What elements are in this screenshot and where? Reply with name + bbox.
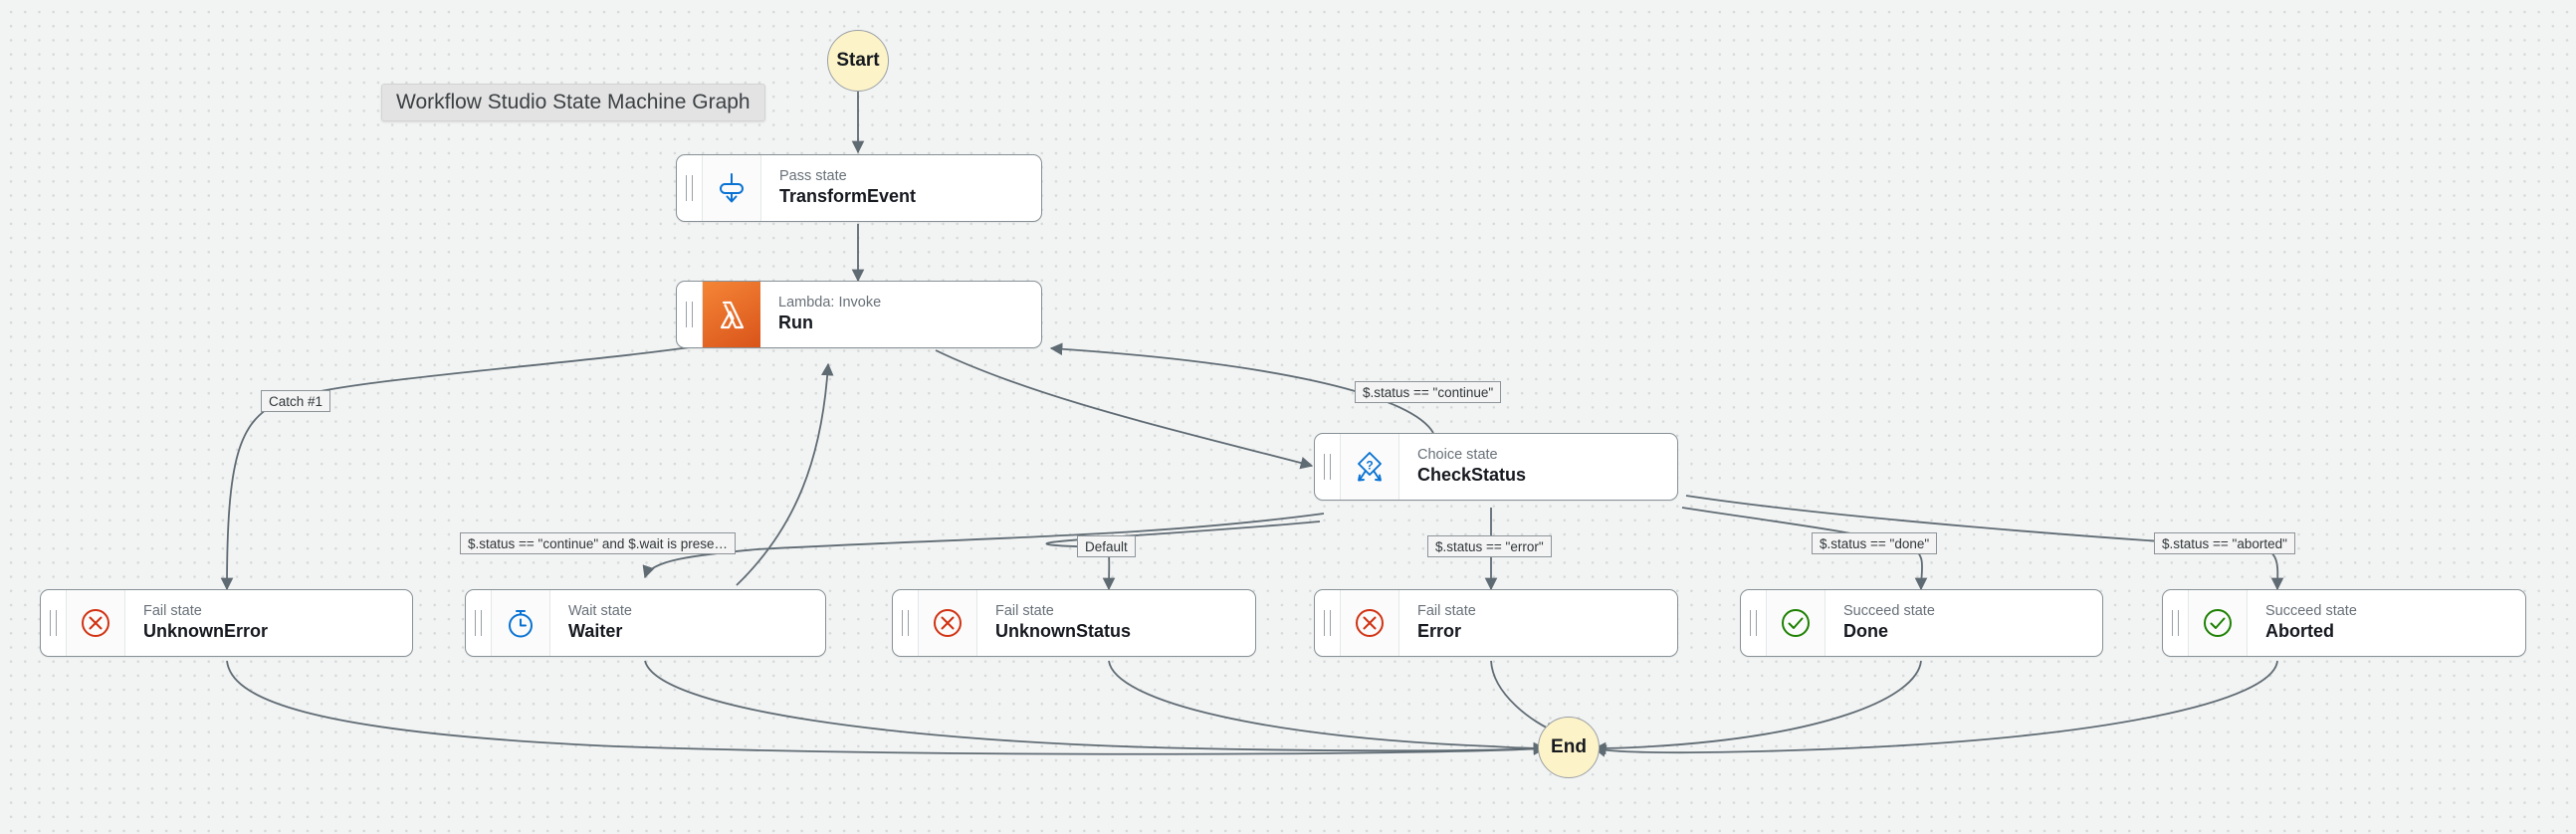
edge-label-default[interactable]: Default xyxy=(1077,535,1136,557)
node-type-label: Pass state xyxy=(779,168,847,185)
drag-handle[interactable] xyxy=(1315,434,1341,500)
node-body: Choice state CheckStatus xyxy=(1399,434,1677,500)
state-node-error[interactable]: Fail state Error xyxy=(1314,589,1678,657)
node-body: Fail state UnknownError xyxy=(125,590,412,656)
node-type-label: Succeed state xyxy=(2265,603,2357,620)
edge-done-to-end xyxy=(1593,660,1922,755)
node-type-label: Choice state xyxy=(1417,447,1498,464)
state-node-transformevent[interactable]: Pass state TransformEvent xyxy=(676,154,1042,222)
state-node-checkstatus[interactable]: ? Choice state CheckStatus xyxy=(1314,433,1678,501)
edge-waiter-to-run xyxy=(736,362,834,586)
start-node[interactable]: Start xyxy=(827,30,889,92)
edge-waiter-to-end xyxy=(644,660,1547,755)
fail-state-icon xyxy=(919,590,977,656)
edge-unknownerror-to-end xyxy=(226,660,1547,755)
node-type-label: Lambda: Invoke xyxy=(778,295,882,312)
edge-run-to-checkstatus xyxy=(935,349,1314,470)
node-name-label: UnknownError xyxy=(143,621,269,642)
end-node-label: End xyxy=(1551,736,1587,757)
edge-label-continue-wait[interactable]: $.status == "continue" and $.wait is pre… xyxy=(460,532,736,554)
fail-state-icon xyxy=(67,590,125,656)
edge-label-text: $.status == "error" xyxy=(1435,538,1544,554)
edge-label-continue[interactable]: $.status == "continue" xyxy=(1355,381,1502,403)
node-type-label: Fail state xyxy=(1417,603,1476,620)
drag-handle[interactable] xyxy=(466,590,492,656)
drag-handle[interactable] xyxy=(893,590,919,656)
node-body: Fail state UnknownStatus xyxy=(977,590,1255,656)
edge-label-text: $.status == "continue" and $.wait is pre… xyxy=(468,535,728,551)
edge-label-text: $.status == "continue" xyxy=(1363,384,1494,400)
pass-state-icon xyxy=(703,155,761,221)
node-body: Fail state Error xyxy=(1399,590,1677,656)
edge-label-text: Catch #1 xyxy=(269,393,323,409)
node-body: Wait state Waiter xyxy=(550,590,825,656)
node-name-label: Done xyxy=(1843,621,1888,642)
node-name-label: TransformEvent xyxy=(779,186,917,207)
svg-text:?: ? xyxy=(1366,459,1373,473)
wait-state-icon xyxy=(492,590,550,656)
node-type-label: Succeed state xyxy=(1843,603,1935,620)
state-node-waiter[interactable]: Wait state Waiter xyxy=(465,589,826,657)
drag-handle[interactable] xyxy=(2163,590,2189,656)
edge-label-text: $.status == "done" xyxy=(1820,535,1930,551)
node-type-label: Fail state xyxy=(143,603,202,620)
node-body: Lambda: Invoke Run xyxy=(760,282,1041,347)
state-node-unknownstatus[interactable]: Fail state UnknownStatus xyxy=(892,589,1256,657)
node-type-label: Fail state xyxy=(995,603,1054,620)
node-name-label: Run xyxy=(778,313,813,333)
state-node-done[interactable]: Succeed state Done xyxy=(1740,589,2103,657)
edge-unknownstatus-to-end xyxy=(1108,660,1547,755)
state-node-unknownerror[interactable]: Fail state UnknownError xyxy=(40,589,413,657)
node-type-label: Wait state xyxy=(568,603,632,620)
node-body: Succeed state Done xyxy=(1825,590,2102,656)
edge-aborted-to-end xyxy=(1593,660,2278,757)
fail-state-icon xyxy=(1341,590,1399,656)
graph-title-text: Workflow Studio State Machine Graph xyxy=(396,91,751,113)
edge-label-text: Default xyxy=(1085,538,1128,554)
state-node-run[interactable]: Lambda: Invoke Run xyxy=(676,281,1042,348)
drag-handle[interactable] xyxy=(677,155,703,221)
start-node-label: Start xyxy=(836,50,880,71)
edge-label-aborted-cond[interactable]: $.status == "aborted" xyxy=(2154,532,2295,554)
edge-label-catch-1[interactable]: Catch #1 xyxy=(261,390,331,412)
edge-label-done-cond[interactable]: $.status == "done" xyxy=(1812,532,1938,554)
edge-error-to-end xyxy=(1490,660,1559,734)
lambda-icon xyxy=(703,282,760,347)
drag-handle[interactable] xyxy=(41,590,67,656)
state-node-aborted[interactable]: Succeed state Aborted xyxy=(2162,589,2526,657)
edge-checkstatus-to-waiter xyxy=(642,513,1325,579)
drag-handle[interactable] xyxy=(1741,590,1767,656)
edge-label-text: $.status == "aborted" xyxy=(2162,535,2287,551)
node-name-label: Aborted xyxy=(2265,621,2334,642)
choice-state-icon: ? xyxy=(1341,434,1399,500)
node-name-label: UnknownStatus xyxy=(995,621,1132,642)
node-name-label: CheckStatus xyxy=(1417,465,1527,486)
node-name-label: Error xyxy=(1417,621,1462,642)
node-name-label: Waiter xyxy=(568,621,623,642)
node-body: Pass state TransformEvent xyxy=(761,155,1041,221)
drag-handle[interactable] xyxy=(1315,590,1341,656)
drag-handle[interactable] xyxy=(677,282,703,347)
edge-label-error-cond[interactable]: $.status == "error" xyxy=(1427,535,1552,557)
graph-title: Workflow Studio State Machine Graph xyxy=(381,84,765,121)
end-node[interactable]: End xyxy=(1538,717,1600,778)
node-body: Succeed state Aborted xyxy=(2248,590,2525,656)
succeed-state-icon xyxy=(1767,590,1825,656)
succeed-state-icon xyxy=(2189,590,2248,656)
